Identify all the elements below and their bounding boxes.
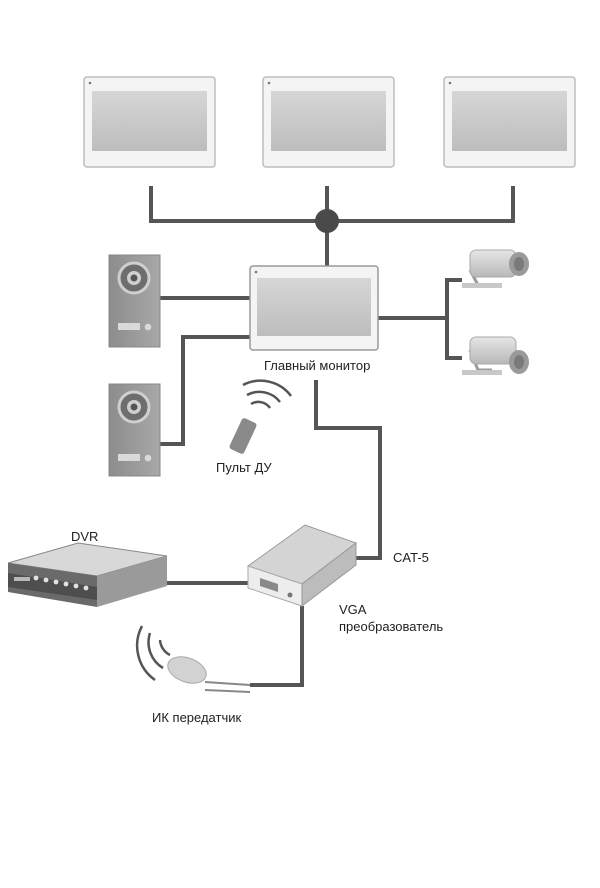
main-monitor-label: Главный монитор xyxy=(264,358,371,373)
door-panel-2 xyxy=(108,383,161,477)
door-panel-1 xyxy=(108,254,161,348)
wires xyxy=(149,186,515,687)
cat5-label: CAT-5 xyxy=(393,550,429,565)
vga-converter xyxy=(246,524,358,608)
secondary-monitor-2 xyxy=(262,76,395,168)
remote-label: Пульт ДУ xyxy=(216,460,272,475)
camera-1 xyxy=(462,249,529,288)
camera-2 xyxy=(462,336,529,375)
remote-signal-icon xyxy=(250,400,272,409)
vga-label-line1: VGA xyxy=(339,602,367,617)
bus-junction xyxy=(315,209,339,233)
main-monitor xyxy=(249,265,379,351)
remote-control xyxy=(229,379,293,454)
secondary-monitor-3 xyxy=(443,76,576,168)
ir-signal-icon xyxy=(158,639,171,657)
vga-label-line2: преобразователь xyxy=(339,619,444,634)
ir-transmitter xyxy=(135,625,251,693)
dvr-label: DVR xyxy=(71,529,99,544)
secondary-monitor-1 xyxy=(83,76,216,168)
dvr-device xyxy=(7,542,168,607)
ir-transmitter-label: ИК передатчик xyxy=(152,710,242,725)
